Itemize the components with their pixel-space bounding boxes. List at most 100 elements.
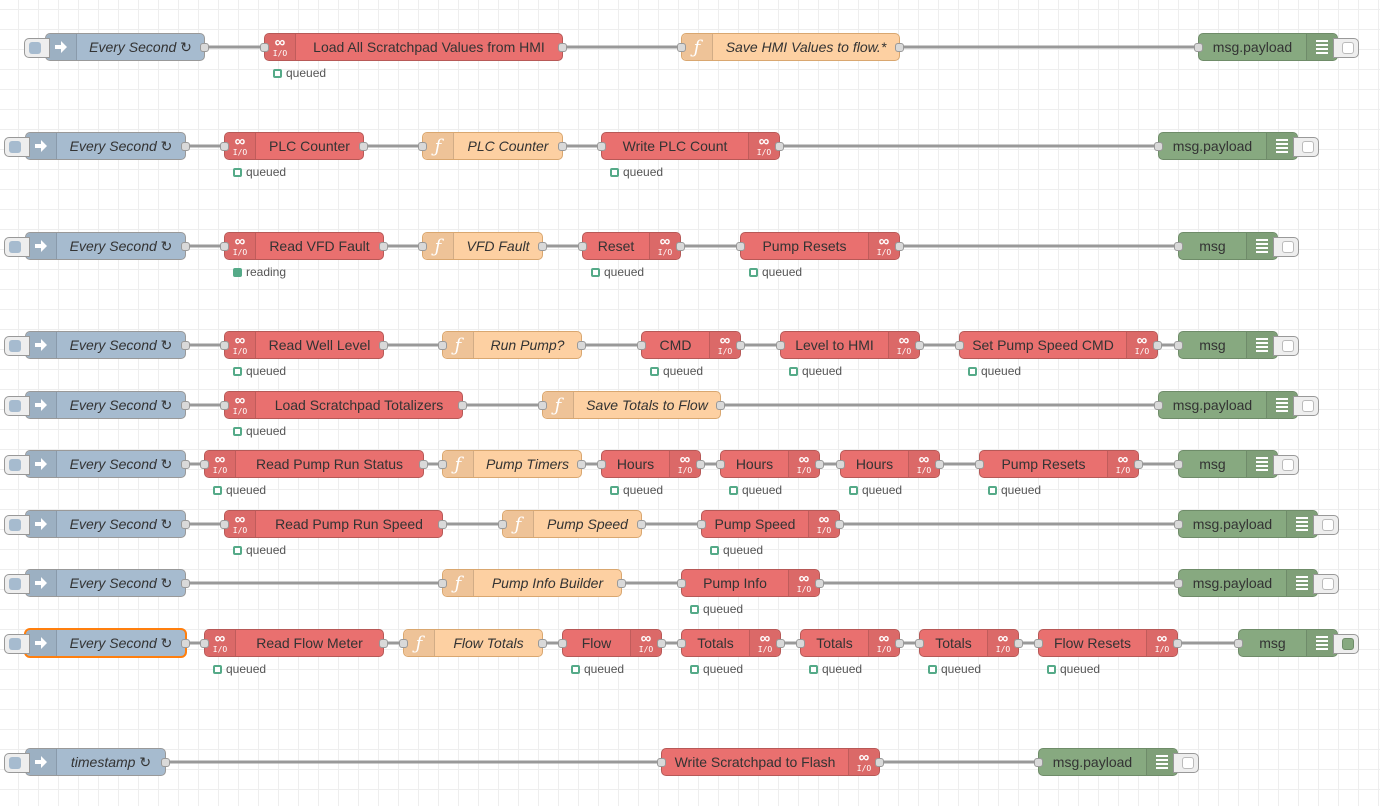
input-port[interactable] bbox=[716, 460, 725, 469]
output-port[interactable] bbox=[181, 142, 190, 151]
output-port[interactable] bbox=[617, 579, 626, 588]
debug-toggle[interactable] bbox=[1313, 515, 1339, 535]
debug-node[interactable]: msg.payload bbox=[1174, 510, 1339, 538]
input-port[interactable] bbox=[558, 639, 567, 648]
output-port[interactable] bbox=[915, 341, 924, 350]
input-port[interactable] bbox=[200, 639, 209, 648]
input-port[interactable] bbox=[1174, 520, 1183, 529]
input-port[interactable] bbox=[220, 401, 229, 410]
output-port[interactable] bbox=[458, 401, 467, 410]
input-port[interactable] bbox=[697, 520, 706, 529]
debug-toggle[interactable] bbox=[1293, 396, 1319, 416]
input-port[interactable] bbox=[796, 639, 805, 648]
input-port[interactable] bbox=[975, 460, 984, 469]
inject-node[interactable]: Every Second ↻ bbox=[4, 450, 190, 478]
output-port[interactable] bbox=[657, 639, 666, 648]
inject-node[interactable]: Every Second ↻ bbox=[4, 391, 190, 419]
input-port[interactable] bbox=[1174, 579, 1183, 588]
output-port[interactable] bbox=[181, 460, 190, 469]
debug-toggle[interactable] bbox=[1293, 137, 1319, 157]
input-port[interactable] bbox=[418, 142, 427, 151]
debug-toggle[interactable] bbox=[1333, 634, 1359, 654]
input-port[interactable] bbox=[677, 639, 686, 648]
input-port[interactable] bbox=[637, 341, 646, 350]
input-port[interactable] bbox=[1034, 758, 1043, 767]
output-port[interactable] bbox=[538, 242, 547, 251]
input-port[interactable] bbox=[220, 341, 229, 350]
inject-node[interactable]: Every Second ↻ bbox=[4, 132, 190, 160]
output-port[interactable] bbox=[895, 43, 904, 52]
inject-button[interactable] bbox=[4, 137, 30, 157]
input-port[interactable] bbox=[260, 43, 269, 52]
debug-toggle[interactable] bbox=[1333, 38, 1359, 58]
output-port[interactable] bbox=[359, 142, 368, 151]
output-port[interactable] bbox=[637, 520, 646, 529]
debug-node[interactable]: msg.payload bbox=[1154, 391, 1319, 419]
debug-node[interactable]: msg bbox=[1174, 331, 1299, 359]
output-port[interactable] bbox=[181, 579, 190, 588]
inject-node[interactable]: Every Second ↻ bbox=[4, 510, 190, 538]
inject-button[interactable] bbox=[4, 336, 30, 356]
output-port[interactable] bbox=[379, 341, 388, 350]
input-port[interactable] bbox=[438, 579, 447, 588]
debug-node[interactable]: msg bbox=[1174, 232, 1299, 260]
debug-node[interactable]: msg bbox=[1174, 450, 1299, 478]
inject-node[interactable]: timestamp ↻ bbox=[4, 748, 170, 776]
output-port[interactable] bbox=[716, 401, 725, 410]
input-port[interactable] bbox=[1194, 43, 1203, 52]
input-port[interactable] bbox=[220, 142, 229, 151]
input-port[interactable] bbox=[220, 242, 229, 251]
inject-button[interactable] bbox=[4, 396, 30, 416]
inject-button[interactable] bbox=[4, 574, 30, 594]
input-port[interactable] bbox=[399, 639, 408, 648]
output-port[interactable] bbox=[379, 242, 388, 251]
output-port[interactable] bbox=[1014, 639, 1023, 648]
output-port[interactable] bbox=[776, 639, 785, 648]
modbus-node[interactable]: Write Scratchpad to Flash∞I/O bbox=[657, 748, 884, 776]
inject-node[interactable]: Every Second ↻ bbox=[4, 232, 190, 260]
input-port[interactable] bbox=[418, 242, 427, 251]
input-port[interactable] bbox=[1154, 401, 1163, 410]
output-port[interactable] bbox=[1173, 639, 1182, 648]
output-port[interactable] bbox=[895, 639, 904, 648]
input-port[interactable] bbox=[915, 639, 924, 648]
input-port[interactable] bbox=[776, 341, 785, 350]
inject-button[interactable] bbox=[24, 38, 50, 58]
output-port[interactable] bbox=[815, 579, 824, 588]
input-port[interactable] bbox=[1034, 639, 1043, 648]
output-port[interactable] bbox=[438, 520, 447, 529]
output-port[interactable] bbox=[935, 460, 944, 469]
output-port[interactable] bbox=[161, 758, 170, 767]
debug-node[interactable]: msg bbox=[1234, 629, 1359, 657]
inject-button[interactable] bbox=[4, 237, 30, 257]
output-port[interactable] bbox=[181, 341, 190, 350]
input-port[interactable] bbox=[736, 242, 745, 251]
input-port[interactable] bbox=[438, 460, 447, 469]
output-port[interactable] bbox=[676, 242, 685, 251]
output-port[interactable] bbox=[775, 142, 784, 151]
debug-node[interactable]: msg.payload bbox=[1174, 569, 1339, 597]
input-port[interactable] bbox=[677, 43, 686, 52]
